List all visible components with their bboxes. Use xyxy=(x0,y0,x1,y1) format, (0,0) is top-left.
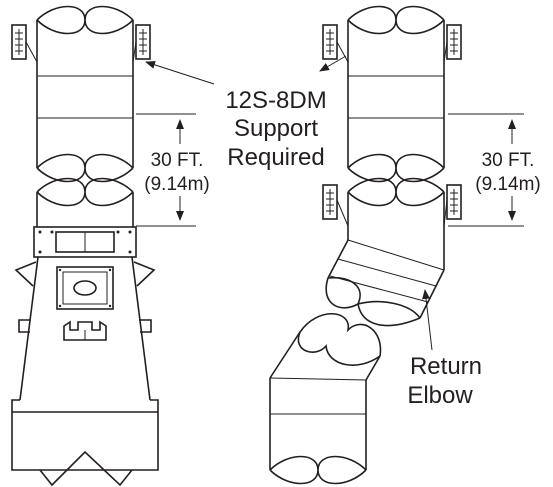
right-upper-duct xyxy=(347,5,445,183)
return-elbow-lower xyxy=(269,312,382,485)
support-callout: 12S-8DM Support Required xyxy=(145,55,347,171)
right-dimension-marker: 30 FT. (9.14m) xyxy=(448,113,541,227)
support-label-model: 12S-8DM xyxy=(225,87,326,114)
support-label-line2: Support xyxy=(234,115,318,142)
return-elbow-upper xyxy=(325,239,445,327)
left-support-clamp-b xyxy=(132,24,151,63)
right-support-clamp-c xyxy=(322,184,349,227)
right-support-clamp-b xyxy=(443,24,462,63)
right-dimension-ft: 30 FT. xyxy=(482,150,535,171)
elbow-label-line2: Elbow xyxy=(407,382,473,409)
right-support-clamp-a xyxy=(322,24,349,63)
support-label-line3: Required xyxy=(227,144,324,171)
left-lower-duct xyxy=(36,177,134,228)
right-lower-duct xyxy=(347,177,445,270)
left-dimension-marker: 30 FT. (9.14m) xyxy=(136,113,210,227)
elbow-callout: Return Elbow xyxy=(407,289,482,409)
left-duct-assembly xyxy=(11,5,159,487)
left-support-clamp-a xyxy=(11,24,38,63)
left-main-body xyxy=(14,256,156,401)
left-dimension-ft: 30 FT. xyxy=(151,150,204,171)
left-dimension-m: (9.14m) xyxy=(144,174,209,195)
right-support-clamp-d xyxy=(443,184,462,227)
left-hood-collar xyxy=(33,226,137,258)
left-base xyxy=(11,399,159,487)
right-dimension-m: (9.14m) xyxy=(475,174,540,195)
elbow-label-line1: Return xyxy=(410,353,482,380)
left-upper-duct xyxy=(36,5,134,183)
right-duct-assembly xyxy=(269,5,462,485)
